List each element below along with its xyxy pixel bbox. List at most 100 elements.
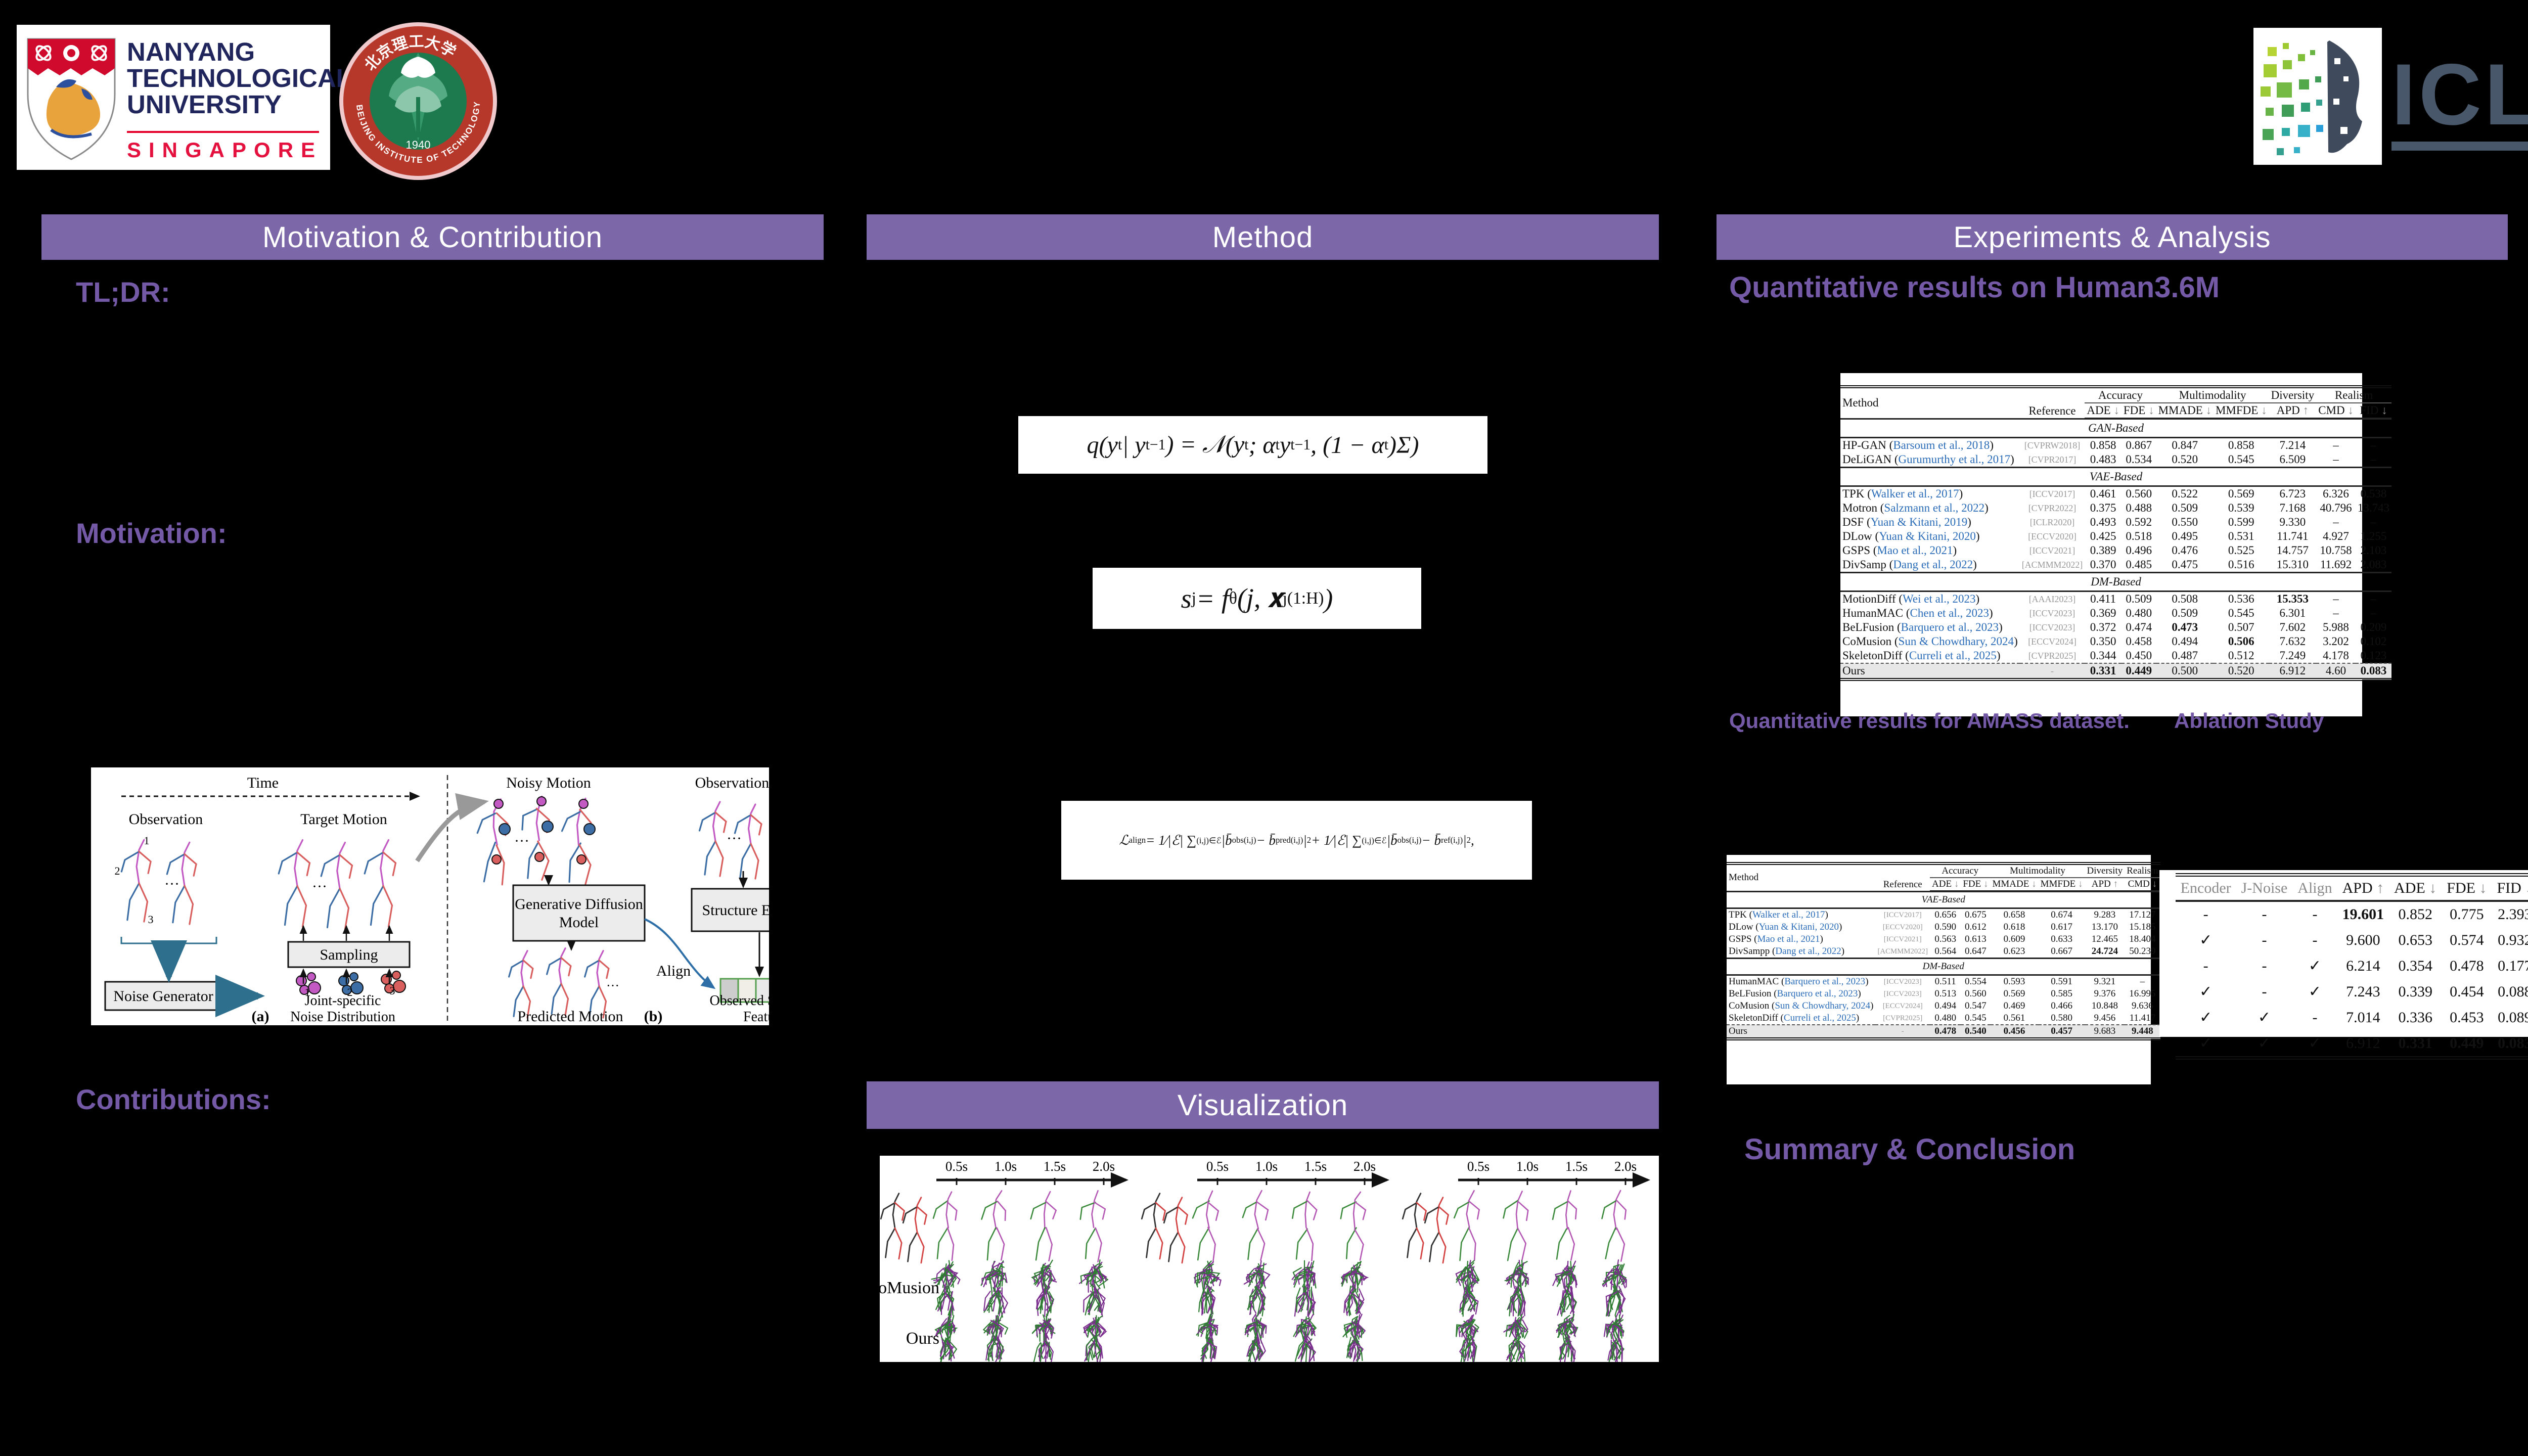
bit-logo: 北京理工大学 BEIJING INSTITUTE OF TECHNOLOGY 1… [338, 21, 499, 181]
section-header-motivation: Motivation & Contribution [41, 214, 824, 260]
iclr-text: ICLR [2391, 49, 2528, 151]
svg-text:Noisy Motion: Noisy Motion [506, 775, 591, 791]
table-row: DivSamp (Dang et al., 2022)[ACMMM2022]0.… [1842, 558, 2387, 571]
svg-text:Observation: Observation [129, 811, 203, 828]
svg-text:1940: 1940 [406, 139, 431, 151]
section-header-experiments: Experiments & Analysis [1717, 214, 2508, 260]
svg-text:Sampling: Sampling [320, 946, 378, 963]
svg-text:Observation: Observation [695, 775, 769, 791]
col-method: Method [1842, 396, 1879, 410]
svg-text:Time: Time [247, 775, 279, 791]
section-header-method: Method [867, 214, 1659, 260]
bit-crest-icon: 北京理工大学 BEIJING INSTITUTE OF TECHNOLOGY 1… [339, 22, 497, 180]
table-row: HP-GAN (Barsoum et al., 2018)[CVPRW2018]… [1842, 439, 2377, 451]
table-row: DeLiGAN (Gurumurthy et al., 2017)[CVPR20… [1842, 453, 2377, 466]
table-row: TPK (Walker et al., 2017)[ICCV2017]0.461… [1842, 487, 2387, 500]
svg-text:Noise Generator: Noise Generator [113, 988, 213, 1005]
h36m-title: Quantitative results on Human3.6M [1729, 271, 2220, 304]
svg-text:1: 1 [305, 986, 310, 998]
table-section-label: VAE-Based [1840, 467, 2392, 487]
ntu-country: SINGAPORE [127, 138, 323, 162]
svg-text:2.0s: 2.0s [1353, 1159, 1376, 1174]
ntu-rule [127, 131, 319, 133]
table-row: SkeletonDiff (Curreli et al., 2025)[CVPR… [1729, 1013, 2156, 1023]
svg-text:0.5s: 0.5s [1206, 1159, 1229, 1174]
ntu-crest-icon [27, 38, 116, 160]
svg-text:1.5s: 1.5s [1304, 1159, 1327, 1174]
tldr-heading: TL;DR: [76, 276, 170, 308]
ntu-name-line2: TECHNOLOGICAL [127, 64, 352, 93]
svg-text:1: 1 [144, 834, 150, 847]
visualization-figure: 0.5s 1.0s 1.5s 2.0s 0.5s 1.0s 1.5s 2.0s 0.5s 1.0s… [867, 1156, 1659, 1364]
svg-text:···: ··· [514, 833, 529, 849]
svg-text:···: ··· [606, 978, 619, 993]
svg-text:Align: Align [656, 963, 691, 979]
svg-text:Noise Distribution: Noise Distribution [290, 1009, 395, 1025]
svg-text:(b): (b) [644, 1008, 663, 1025]
table-row: MotionDiff (Wei et al., 2023)[AAAI2023]0… [1842, 593, 2377, 605]
table-row: SkeletonDiff (Curreli et al., 2025)[CVPR… [1842, 649, 2387, 662]
svg-text:0.5s: 0.5s [945, 1159, 968, 1174]
table-row: CoMusion (Sun & Chowdhary, 2024)[ECCV202… [1729, 1000, 2153, 1011]
ablation-title: Ablation Study [2174, 709, 2324, 733]
col-reference: Reference [1883, 879, 1922, 890]
amass-title: Quantitative results for AMASS dataset. [1729, 709, 2130, 733]
table-section-label: DM-Based [1840, 572, 2392, 592]
svg-text:1.5s: 1.5s [1565, 1159, 1588, 1174]
svg-text:1.0s: 1.0s [1516, 1159, 1539, 1174]
svg-text:2.0s: 2.0s [1614, 1159, 1637, 1174]
svg-text:···: ··· [727, 830, 742, 847]
svg-text:Observed Structure: Observed Structure [710, 993, 769, 1009]
table-section-label: GAN-Based [1840, 418, 2392, 438]
svg-text:Generative Diffusion: Generative Diffusion [515, 896, 643, 913]
table-row: DivSampp (Dang et al., 2022)[ACMMM2022]0… [1729, 946, 2156, 957]
ntu-logo: NANYANG TECHNOLOGICAL UNIVERSITY SINGAPO… [17, 25, 352, 170]
table-row: DLow (Yuan & Kitani, 2020)[ECCV2020]0.42… [1842, 530, 2387, 542]
table-row: Motron (Salzmann et al., 2022)[CVPR2022]… [1842, 502, 2390, 514]
svg-text:Ours: Ours [906, 1329, 939, 1348]
table-row: DSF (Yuan & Kitani, 2019)[ICLR2020]0.493… [1842, 516, 2377, 528]
svg-text:Structure Extractor: Structure Extractor [702, 902, 769, 919]
contributions-heading: Contributions: [76, 1083, 271, 1115]
table-row: BeLFusion (Barquero et al., 2023)[ICCV20… [1842, 621, 2387, 633]
table-row: HumanMAC (Chen et al., 2023)[ICCV2023]0.… [1842, 607, 2377, 619]
svg-text:(a): (a) [252, 1008, 269, 1025]
svg-text:Joint-specific: Joint-specific [305, 993, 381, 1009]
svg-text:1.0s: 1.0s [995, 1159, 1017, 1174]
table-row: TPK (Walker et al., 2017)[ICCV2017]0.656… [1729, 909, 2156, 920]
iclr-face-icon [2261, 40, 2362, 155]
table-row: BeLFusion (Barquero et al., 2023)[ICCV20… [1729, 988, 2156, 999]
table-row: HumanMAC (Barquero et al., 2023)[ICCV202… [1729, 976, 2145, 987]
svg-text:0.5s: 0.5s [1467, 1159, 1489, 1174]
svg-text:Predicted Motion: Predicted Motion [517, 1008, 623, 1025]
svg-text:Model: Model [559, 914, 599, 931]
svg-text:CoMusion: CoMusion [880, 1279, 939, 1297]
svg-text:···: ··· [312, 878, 327, 895]
summary-heading: Summary & Conclusion [1744, 1133, 2075, 1166]
svg-text:1.5s: 1.5s [1044, 1159, 1066, 1174]
table-section-label: DM-Based [1727, 958, 2160, 976]
svg-text:3: 3 [390, 984, 395, 997]
table-row: DLow (Yuan & Kitani, 2020)[ECCV2020]0.59… [1729, 922, 2156, 932]
svg-text:2: 2 [115, 864, 120, 877]
svg-text:Feature: Feature [743, 1009, 769, 1025]
svg-text:1.0s: 1.0s [1255, 1159, 1278, 1174]
